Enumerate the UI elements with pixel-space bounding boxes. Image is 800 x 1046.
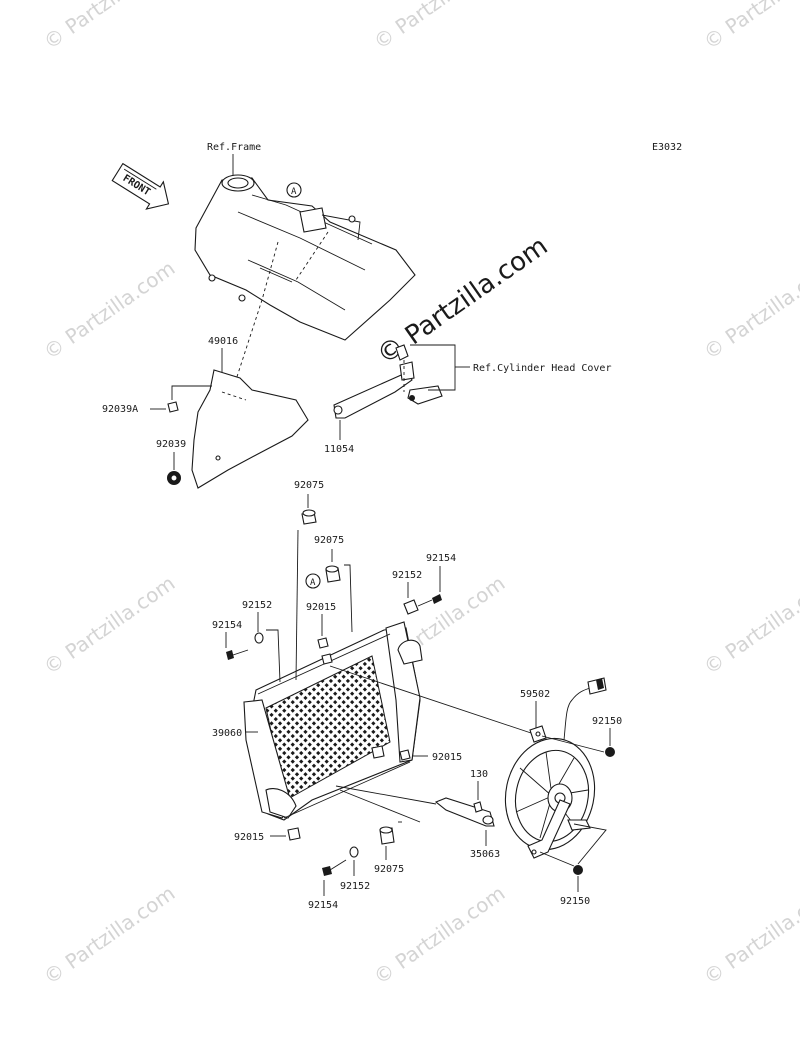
part-label-92015-bottom: 92015 bbox=[234, 832, 264, 843]
part-label-92015-top: 92015 bbox=[306, 602, 336, 613]
grommet-92075-mid bbox=[325, 565, 341, 583]
part-label-92075-mid: 92075 bbox=[314, 535, 344, 546]
marker-a-mid: A bbox=[305, 573, 321, 589]
watermark-text: © Partzilla.com bbox=[39, 0, 179, 54]
washer-92152-left bbox=[254, 632, 264, 644]
ref-cylinder-head-cover-label: Ref.Cylinder Head Cover bbox=[473, 363, 611, 374]
bolt-92154-right bbox=[417, 594, 442, 607]
marker-a-label: A bbox=[310, 578, 316, 588]
bolt-92150-top bbox=[605, 747, 615, 757]
part-label-92154-right: 92154 bbox=[426, 553, 456, 564]
part-label-92039: 92039 bbox=[156, 439, 186, 450]
front-arrow-icon: FRONT bbox=[111, 162, 170, 210]
part-label-92150-top: 92150 bbox=[592, 716, 622, 727]
bracket-35063 bbox=[434, 797, 495, 827]
bolt-92154-left bbox=[226, 649, 249, 660]
watermark-text: © Partzilla.com bbox=[369, 0, 509, 54]
grommet-92075-bottom bbox=[379, 826, 395, 845]
marker-a-label: A bbox=[291, 187, 297, 197]
part-label-130: 130 bbox=[470, 769, 488, 780]
ref-frame-label: Ref.Frame bbox=[207, 142, 261, 153]
part-label-92075-top: 92075 bbox=[294, 480, 324, 491]
nut-92039 bbox=[167, 471, 181, 485]
diagram-code: E3032 bbox=[652, 142, 682, 153]
watermark-text: © Partzilla.com bbox=[39, 881, 179, 989]
cover-49016 bbox=[191, 369, 309, 489]
part-label-92075-bottom: 92075 bbox=[374, 864, 404, 875]
marker-a-top: A bbox=[286, 182, 302, 198]
part-label-92015-mid: 92015 bbox=[432, 752, 462, 763]
part-label-49016: 49016 bbox=[208, 336, 238, 347]
part-label-92154-left: 92154 bbox=[212, 620, 242, 631]
part-label-92152-bottom: 92152 bbox=[340, 881, 370, 892]
clip-92039a bbox=[167, 401, 179, 413]
bolt-92154-bottom bbox=[322, 859, 347, 876]
fan-59502 bbox=[504, 677, 607, 859]
radiator-39060 bbox=[243, 621, 423, 821]
bolt-92150-bottom bbox=[573, 865, 583, 875]
washer-92152-bottom bbox=[349, 846, 359, 858]
grommet-92075-top bbox=[301, 509, 317, 525]
bracket-11054 bbox=[333, 344, 443, 419]
watermark-text: © Partzilla.com bbox=[699, 881, 800, 989]
nut-92015-top bbox=[317, 637, 333, 665]
washer-92152-right bbox=[403, 599, 419, 615]
part-label-92039a: 92039A bbox=[102, 404, 138, 415]
watermark-text: © Partzilla.com bbox=[369, 881, 509, 989]
part-label-35063: 35063 bbox=[470, 849, 500, 860]
part-label-92154-bottom: 92154 bbox=[308, 900, 338, 911]
watermark-text: © Partzilla.com bbox=[39, 571, 179, 679]
nut-92015-bottom bbox=[287, 827, 301, 841]
part-label-92152-right: 92152 bbox=[392, 570, 422, 581]
part-label-92152-left: 92152 bbox=[242, 600, 272, 611]
part-label-11054: 11054 bbox=[324, 444, 354, 455]
frame bbox=[194, 174, 416, 393]
watermark-text: © Partzilla.com bbox=[699, 571, 800, 679]
watermark-text: © Partzilla.com bbox=[699, 0, 800, 54]
watermark-text: © Partzilla.com bbox=[699, 256, 800, 364]
part-label-92150-bottom: 92150 bbox=[560, 896, 590, 907]
watermark-layer: © Partzilla.com © Partzilla.com © Partzi… bbox=[39, 0, 800, 989]
watermark-text: © Partzilla.com bbox=[39, 256, 179, 364]
nut-92015-mid bbox=[371, 745, 411, 761]
part-label-59502: 59502 bbox=[520, 689, 550, 700]
part-label-39060: 39060 bbox=[212, 728, 242, 739]
screw-130 bbox=[473, 801, 483, 813]
